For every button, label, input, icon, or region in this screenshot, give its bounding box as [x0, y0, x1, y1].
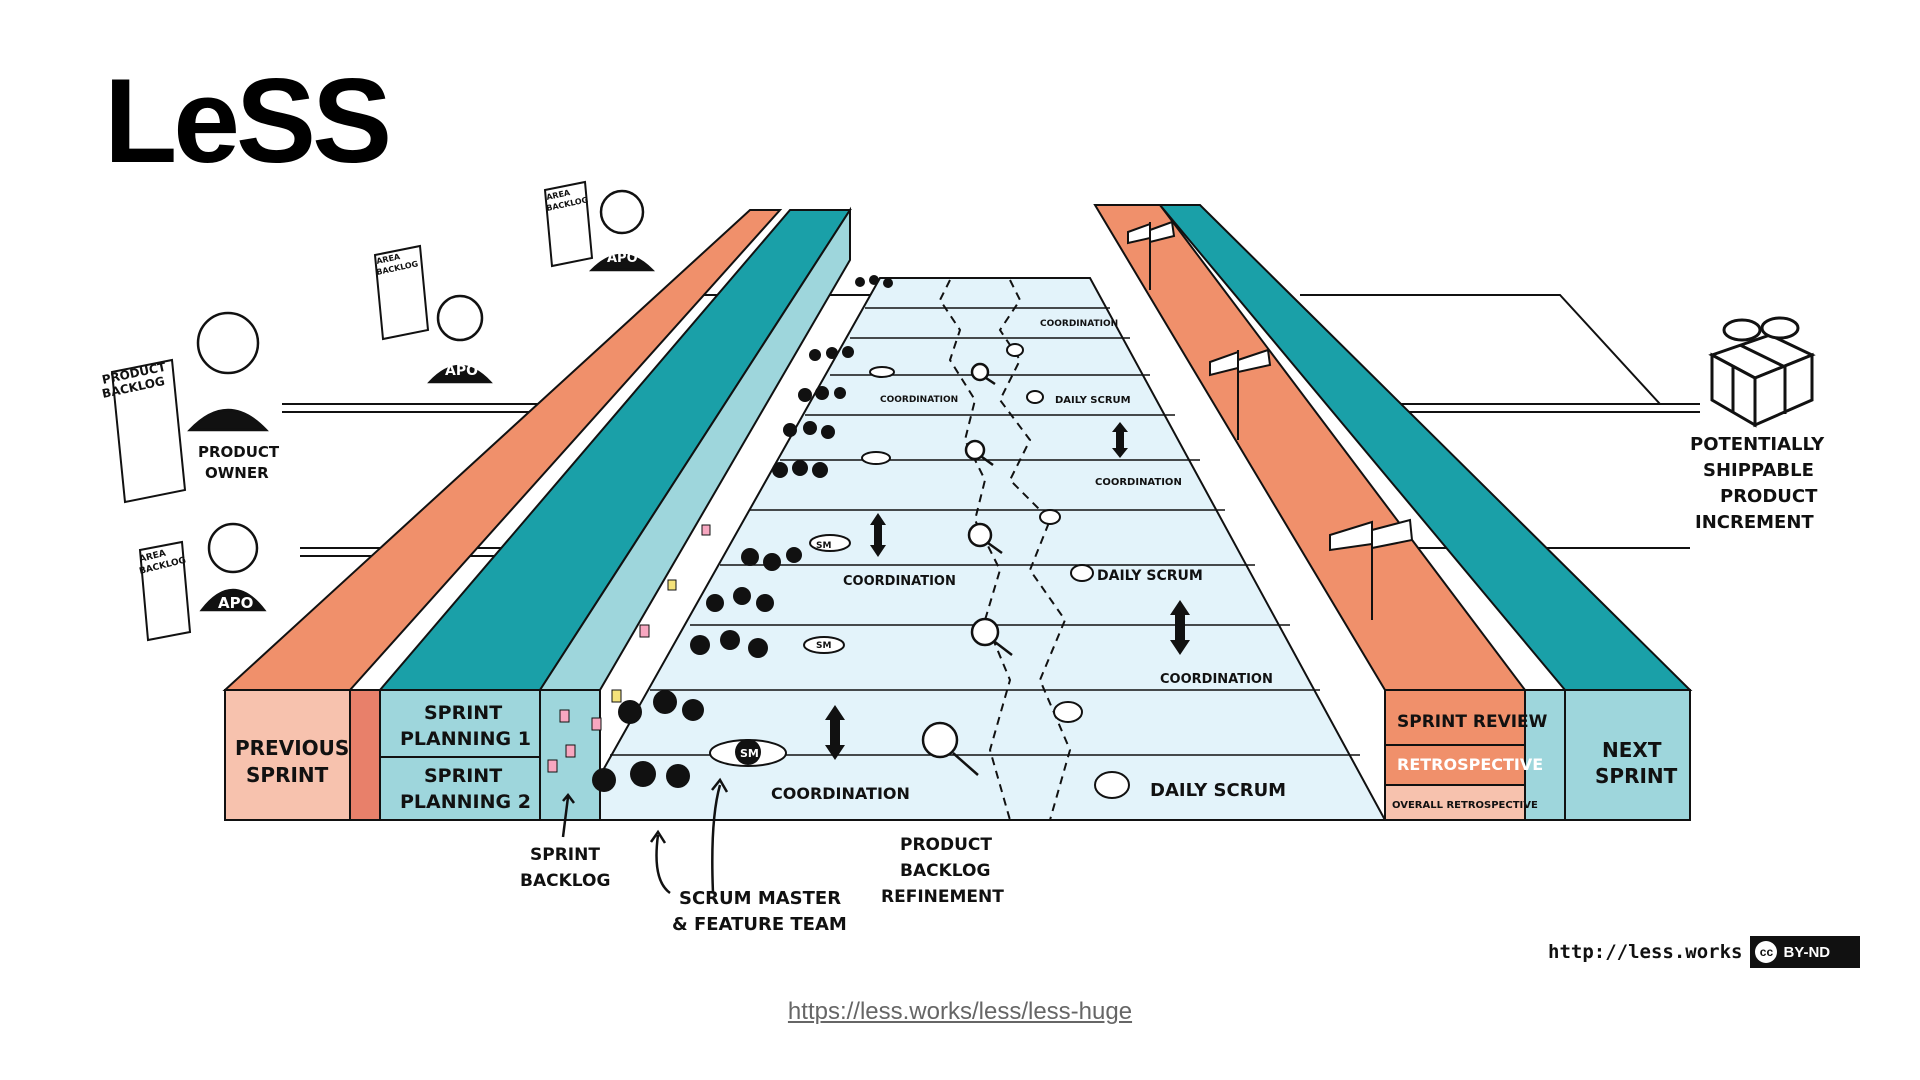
daily-scrum-bubbles [1006, 343, 1130, 799]
scrum-master-team-line1: SCRUM MASTER [679, 888, 841, 909]
sprint-backlog-label-line1: SPRINT [530, 845, 600, 865]
sprint-review-label: SPRINT REVIEW [1397, 712, 1548, 732]
cc-icon: cc [1755, 941, 1778, 963]
backlog-documents [110, 180, 594, 642]
shippable-label-line4: INCREMENT [1695, 512, 1814, 533]
source-link[interactable]: https://less.works/less/less-huge [787, 998, 1133, 1025]
coordination-label-2: COORDINATION [843, 574, 956, 589]
sm-label-2: SM [816, 541, 831, 551]
daily-scrum-label-2: DAILY SCRUM [1097, 568, 1203, 584]
license-credit: http://less.works cc BY-ND [1548, 936, 1861, 968]
pbr-label-line3: REFINEMENT [881, 887, 1004, 907]
previous-sprint-label-line1: PREVIOUS [235, 736, 349, 760]
feature-team-figures [592, 275, 893, 792]
overall-retrospective-label: OVERALL RETROSPECTIVE [1392, 800, 1538, 811]
product-owner-avatars [187, 189, 656, 612]
sprint-planning-2-line1: SPRINT [424, 765, 502, 787]
credit-url: http://less.works [1548, 941, 1743, 963]
signpost-icons [1127, 220, 1414, 620]
sprint-planning-1-line1: SPRINT [424, 702, 502, 724]
apo-label-1: APO [218, 594, 253, 612]
page-title: LeSS [104, 54, 392, 188]
apo-label-2: APO [445, 363, 478, 379]
retrospective-label: RETROSPECTIVE [1397, 755, 1543, 774]
previous-sprint-block [222, 209, 783, 821]
coordination-label-6: COORDINATION [1040, 319, 1118, 329]
next-sprint-label-line2: SPRINT [1595, 764, 1678, 788]
sprint-backlog-stickies [547, 524, 711, 773]
sprint-planning-2-line2: PLANNING 2 [400, 791, 531, 813]
coordination-label-1: COORDINATION [771, 784, 910, 803]
daily-scrum-label-3: DAILY SCRUM [1055, 395, 1131, 406]
shippable-label-line3: PRODUCT [1720, 486, 1818, 507]
coordination-label-5: COORDINATION [880, 395, 958, 405]
coordination-label-3: COORDINATION [1160, 672, 1273, 687]
scrum-master-markers [709, 366, 895, 767]
pbr-label-line1: PRODUCT [900, 835, 992, 855]
sprint-planning-1-line2: PLANNING 1 [400, 728, 531, 750]
cc-license-badge: cc BY-ND [1750, 936, 1861, 968]
shippable-label-line2: SHIPPABLE [1703, 460, 1814, 481]
previous-sprint-label-line2: SPRINT [246, 763, 329, 787]
sprint-planning-block [377, 206, 852, 821]
product-owner-label-line2: OWNER [205, 464, 269, 482]
pbr-label-line2: BACKLOG [900, 861, 990, 881]
shippable-label-line1: POTENTIALLY [1690, 434, 1825, 455]
diagram-labels: PRODUCT BACKLOG PRODUCT OWNER AREA BACKL… [101, 188, 1825, 935]
sprint-backlog-label-line2: BACKLOG [520, 871, 610, 891]
sm-label-1: SM [740, 747, 759, 760]
license-text: BY-ND [1783, 943, 1831, 961]
pbr-magnifier-icons [921, 362, 1013, 776]
next-sprint-block [1157, 204, 1693, 821]
next-sprint-label-line1: NEXT [1602, 738, 1662, 762]
callout-arrows [561, 777, 729, 895]
gift-box-icon [1708, 316, 1816, 428]
scrum-master-avatar [735, 739, 761, 765]
pbr-band [938, 279, 1072, 821]
product-owner-label-line1: PRODUCT [198, 443, 280, 461]
apo-label-3: APO [607, 251, 638, 266]
daily-scrum-label-1: DAILY SCRUM [1150, 780, 1286, 801]
sm-label-3: SM [816, 641, 831, 651]
coordination-label-4: COORDINATION [1095, 477, 1182, 488]
coordination-arrows [825, 422, 1190, 760]
scrum-master-team-line2: & FEATURE TEAM [672, 914, 847, 935]
